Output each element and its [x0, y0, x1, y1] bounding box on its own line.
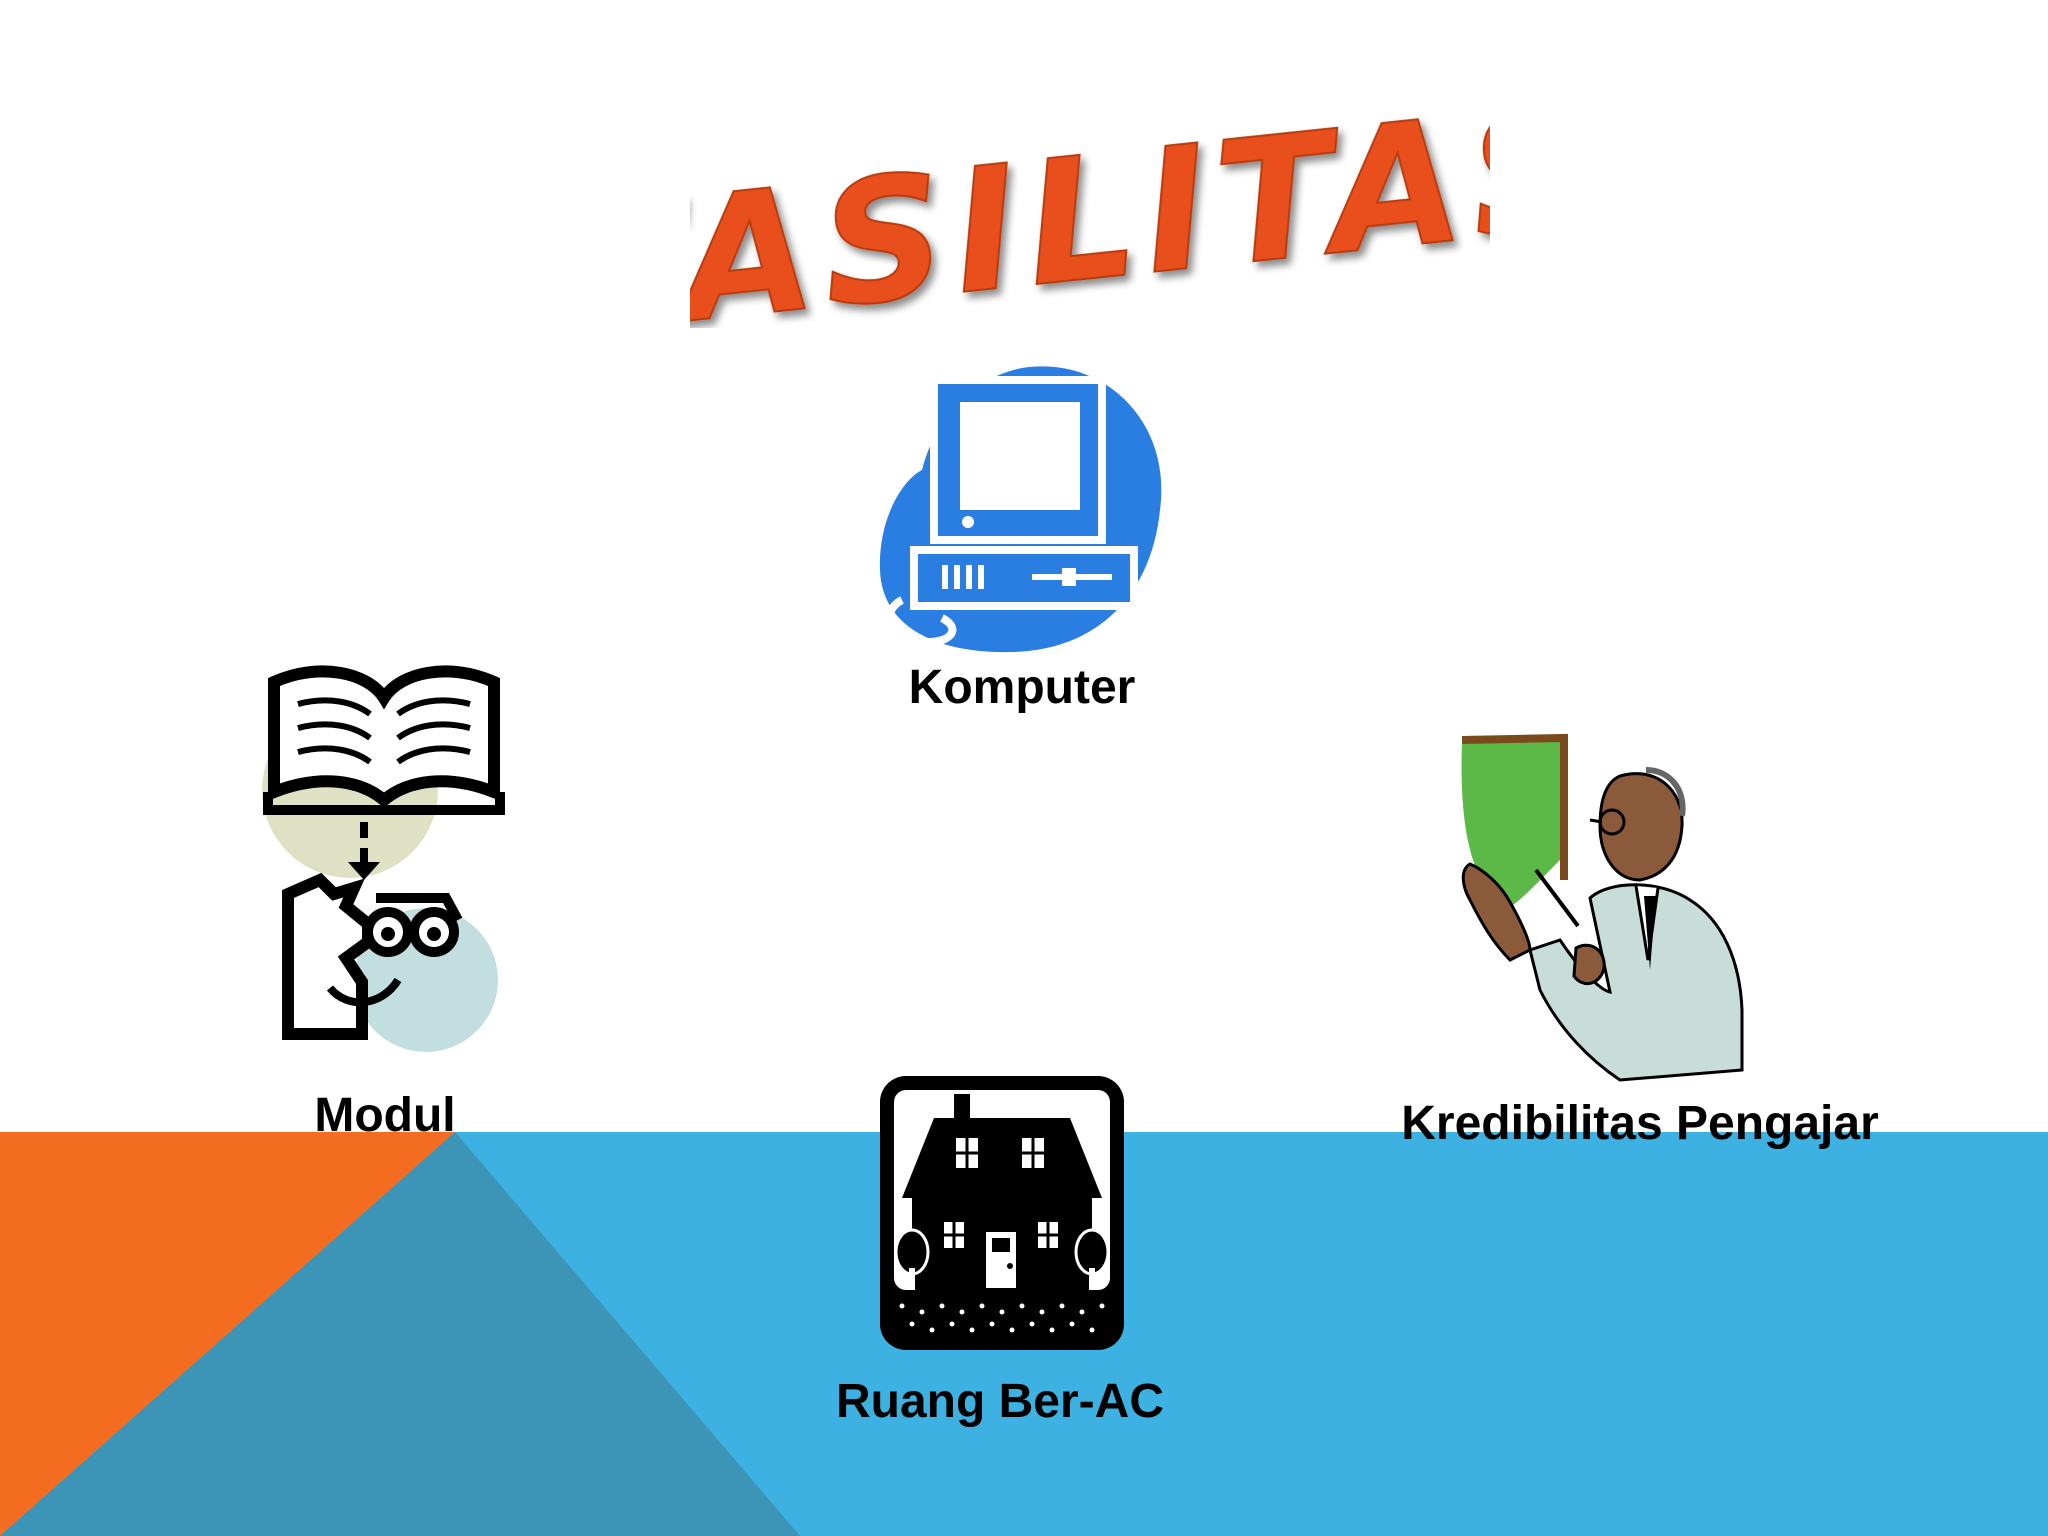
- item-label-modul: Modul: [314, 1089, 456, 1142]
- slide-title: FASILITAS: [690, 98, 1490, 328]
- book-module-icon: [262, 665, 505, 1052]
- item-label-ruang-ber-ac: Ruang Ber-AC: [835, 1375, 1164, 1428]
- house-icon: [880, 1076, 1124, 1350]
- item-label-kredibilitas-pengajar: Kredibilitas Pengajar: [1401, 1097, 1879, 1150]
- slide-title-text: FASILITAS: [690, 98, 1490, 328]
- dark-blue-triangle: [0, 1132, 800, 1536]
- teacher-icon: [1461, 733, 1744, 1082]
- computer-icon: [879, 366, 1162, 653]
- item-label-komputer: Komputer: [908, 661, 1136, 714]
